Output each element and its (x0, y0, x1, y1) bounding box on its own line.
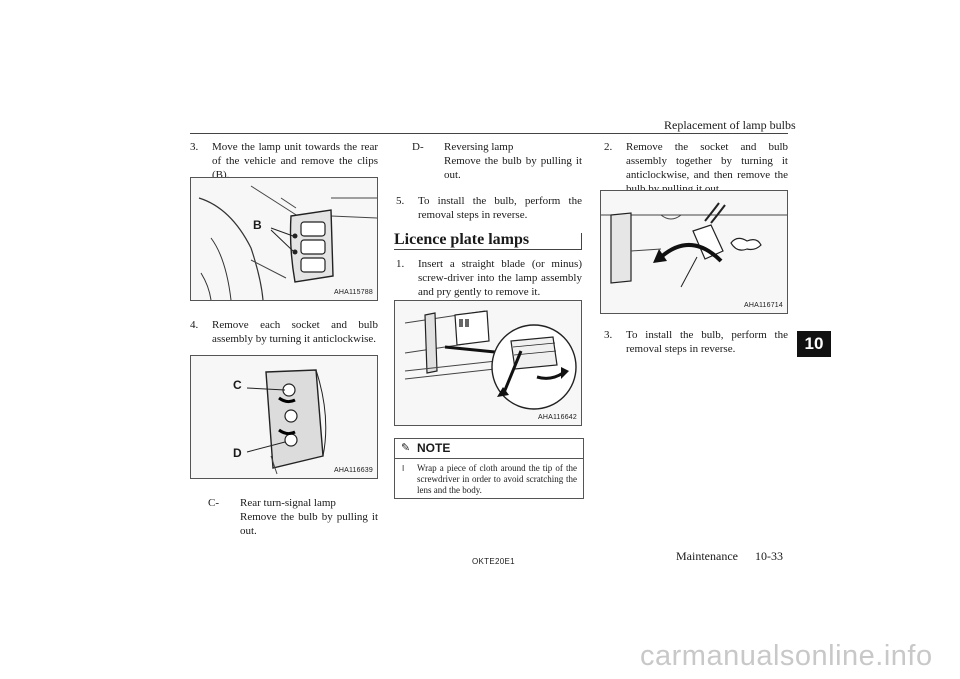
footer-page-number: 10-33 (755, 549, 783, 563)
chapter-tab: 10 (797, 331, 831, 357)
step-text: Insert a straight blade (or minus) screw… (418, 258, 582, 298)
item-d: D- Reversing lamp Remove the bulb by pul… (412, 140, 582, 186)
footer-doc-code: OKTE20E1 (472, 557, 515, 566)
item-key: D- (412, 141, 424, 153)
watermark: carmanualsonline.info (640, 640, 933, 672)
step-number: 2. (604, 141, 613, 153)
figure-label-d: D (233, 446, 242, 460)
section-rule (394, 249, 582, 250)
note-box: ✎ NOTE l Wrap a piece of cloth around th… (394, 438, 584, 499)
figure-code: AHA116714 (743, 302, 783, 309)
step-text: To install the bulb, perform the removal… (626, 329, 788, 355)
step-text: To install the bulb, perform the removal… (418, 195, 582, 221)
step-number: 5. (396, 195, 405, 207)
figure-code: AHA115788 (333, 289, 373, 296)
item-text: Remove the bulb by pulling it out. (444, 155, 582, 181)
clips-illustration (198, 185, 377, 300)
step-text: Remove each socket and bulb assembly by … (212, 319, 378, 345)
step-text: Move the lamp unit towards the rear of t… (212, 141, 378, 181)
figure-code: AHA116642 (537, 414, 577, 421)
step-number: 3. (190, 141, 199, 153)
item-text: Remove the bulb by pulling it out. (240, 511, 378, 537)
step-number: 4. (190, 319, 199, 331)
note-text: Wrap a piece of cloth around the tip of … (417, 463, 577, 495)
footer-section: Maintenance (676, 549, 738, 563)
note-rule (395, 458, 583, 459)
item-title: Reversing lamp (444, 141, 514, 153)
screwdriver-illustration (404, 310, 577, 410)
socket-removal-illustration (601, 202, 787, 288)
figure-code: AHA116639 (333, 467, 373, 474)
note-title: NOTE (417, 441, 451, 455)
note-bullet: l (402, 464, 405, 473)
step-text: Remove the socket and bulb assembly toge… (626, 141, 788, 195)
figure-sockets-c-d: C D AHA116639 (190, 355, 378, 479)
step-number: 3. (604, 329, 613, 341)
item-c: C- Rear turn-signal lamp Remove the bulb… (208, 496, 378, 542)
figure-label-b: B (253, 218, 262, 232)
note-icon: ✎ (401, 441, 411, 454)
header-rule (190, 133, 788, 134)
item-key: C- (208, 497, 219, 509)
section-title: Licence plate lamps (394, 231, 530, 248)
running-header: Replacement of lamp bulbs (664, 118, 796, 132)
figure-label-c: C (233, 378, 242, 392)
step-number: 1. (396, 258, 405, 270)
section-rule-end (581, 233, 582, 249)
figure-screwdriver: AHA116642 (394, 300, 582, 426)
item-title: Rear turn-signal lamp (240, 497, 336, 509)
sockets-illustration (246, 369, 327, 475)
figure-clips-b: B AHA115788 (190, 177, 378, 301)
figure-socket-removal: AHA116714 (600, 190, 788, 314)
